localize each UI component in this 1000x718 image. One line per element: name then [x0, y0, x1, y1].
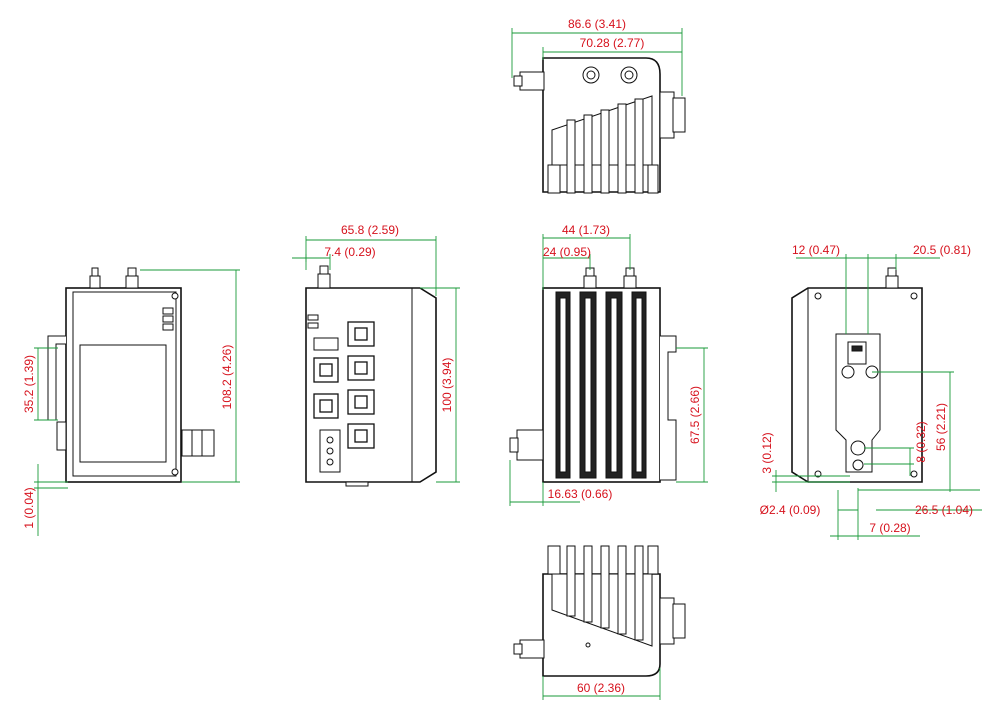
top-view-right-terminal — [659, 91, 675, 139]
front-view-ports-left — [313, 357, 339, 419]
rear-dim-plate-height: 56 (2.21) — [934, 403, 948, 451]
left-view-clip-tab — [56, 421, 67, 451]
side-dim-antenna-offset: 24 (0.95) — [543, 245, 591, 259]
side-view: 44 (1.73) 24 (0.95) 67.5 (2.66) 16.63 (0… — [509, 223, 708, 506]
left-view: 35.2 (1.39) 108.2 (4.26) 1 (0.04) — [22, 267, 240, 536]
left-dim-offset: 1 (0.04) — [22, 487, 36, 528]
left-view-antenna-2 — [125, 275, 139, 289]
left-view-antenna-1 — [89, 275, 101, 289]
bottom-view: 60 (2.36) — [513, 545, 686, 700]
rear-dim-hole-spacing: 8 (0.32) — [914, 421, 928, 462]
front-dim-height: 100 (3.94) — [440, 358, 454, 413]
left-dim-clip-height: 35.2 (1.39) — [22, 355, 36, 413]
front-dim-antenna-offset: 7.4 (0.29) — [324, 245, 375, 259]
left-dim-overall-height: 108.2 (4.26) — [220, 345, 234, 410]
rear-view: 12 (0.47) 20.5 (0.81) 3 (0.12) 8 (0.32) … — [760, 243, 982, 540]
front-view: 65.8 (2.59) 7.4 (0.29) 100 (3.94) — [292, 223, 460, 487]
top-view: 86.6 (3.41) 70.28 (2.77) — [511, 17, 686, 194]
front-dim-overall-depth: 65.8 (2.59) — [341, 223, 399, 237]
top-view-fins — [547, 98, 659, 194]
top-view-left-connector — [519, 71, 545, 91]
rear-view-mount-hole — [850, 440, 866, 456]
side-view-fins — [555, 291, 647, 479]
front-view-usb-port — [313, 337, 339, 351]
top-view-antenna-1-core — [586, 70, 596, 80]
side-dim-clip-height: 67.5 (2.66) — [688, 386, 702, 444]
side-dim-connector-depth: 16.63 (0.66) — [548, 487, 613, 501]
rear-dim-hole-diameter: Ø2.4 (0.09) — [760, 503, 821, 517]
rear-dim-left-offset: 12 (0.47) — [792, 243, 840, 257]
side-dim-antenna-span: 44 (1.73) — [562, 223, 610, 237]
bottom-dim-width: 60 (2.36) — [577, 681, 625, 695]
left-view-din-clip — [47, 335, 66, 421]
rear-dim-base-offset: 3 (0.12) — [760, 432, 774, 473]
left-view-antenna-2-tip — [127, 267, 137, 277]
top-view-antenna-2-core — [624, 70, 634, 80]
left-view-antenna-1-tip — [91, 267, 99, 277]
bottom-view-fins — [547, 545, 659, 641]
front-view-antenna — [317, 273, 331, 289]
top-dim-body-width: 70.28 (2.77) — [580, 36, 645, 50]
front-view-ports-right — [347, 321, 375, 449]
top-view-left-connector-tip — [513, 75, 523, 87]
left-view-label-panel — [79, 344, 167, 463]
top-dim-overall-width: 86.6 (3.41) — [568, 17, 626, 31]
rear-dim-right-offset: 20.5 (0.81) — [913, 243, 971, 257]
rear-dim-slot-width: 7 (0.28) — [869, 521, 910, 535]
left-view-terminal-block — [181, 429, 215, 457]
top-view-right-terminal-cap — [672, 97, 686, 133]
rear-dim-plate-width: 26.5 (1.04) — [915, 503, 973, 517]
side-view-din-clip — [660, 335, 677, 481]
